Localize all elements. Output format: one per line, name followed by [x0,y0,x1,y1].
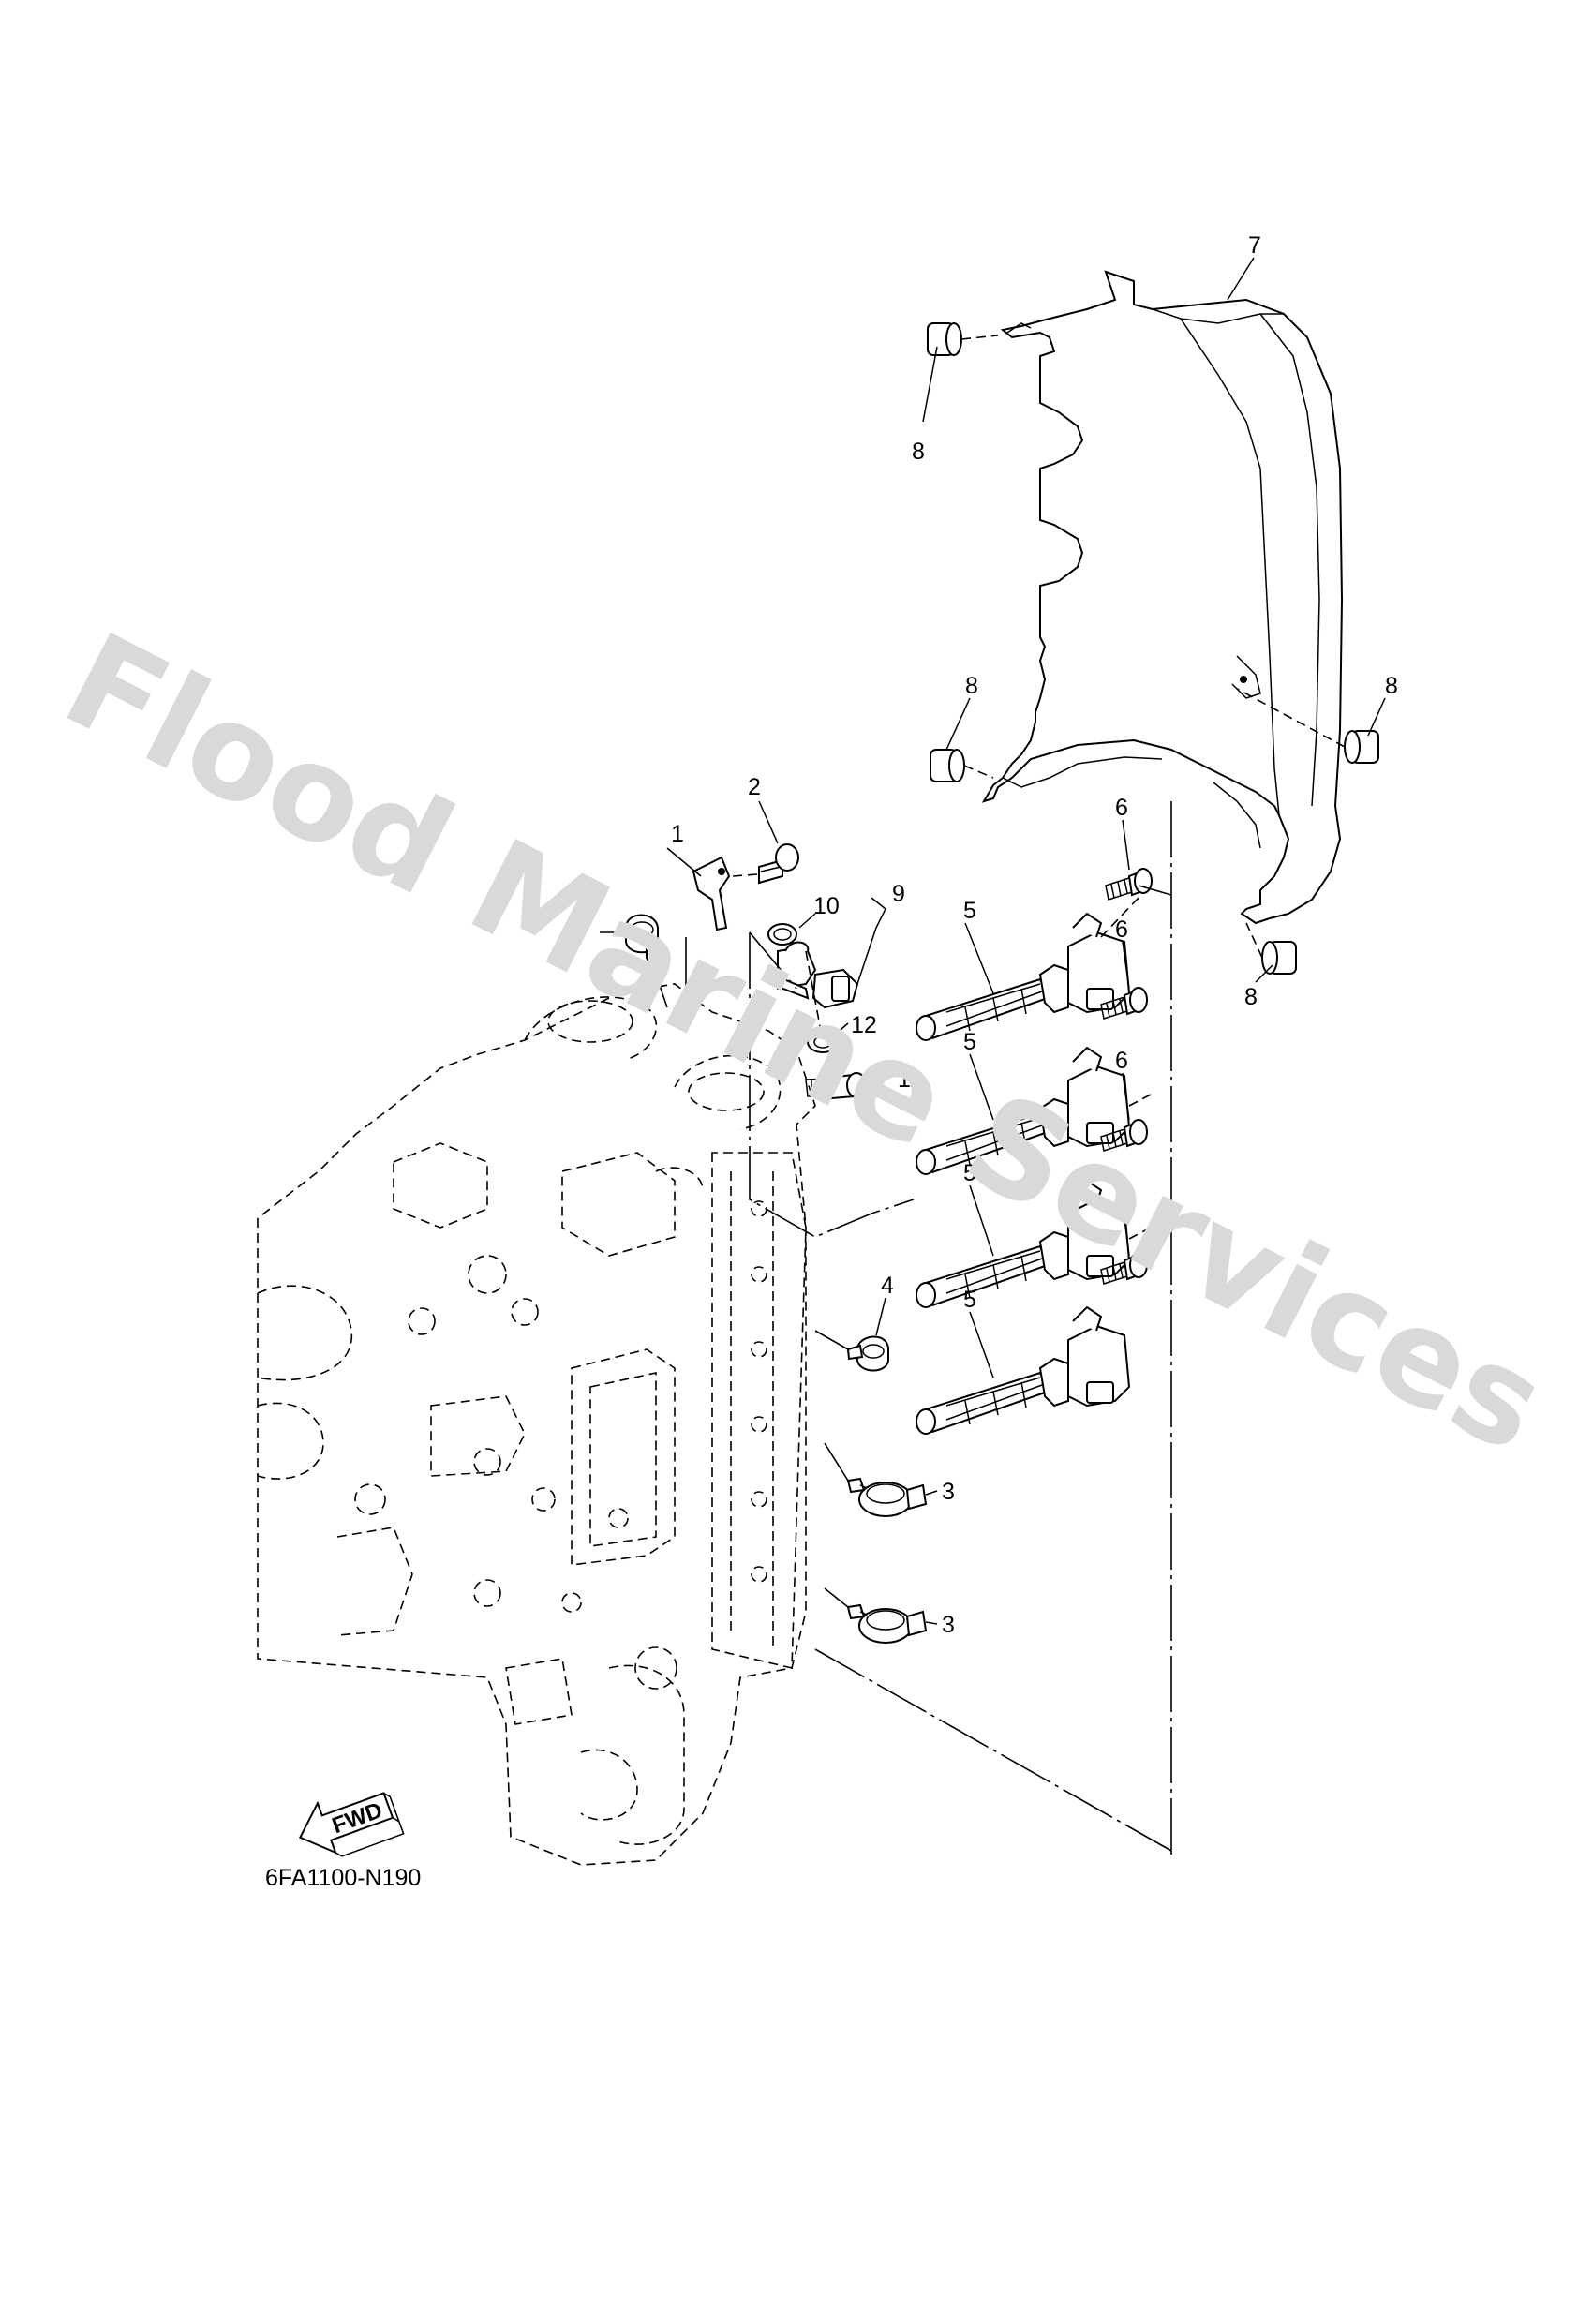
callout-3a: 3 [942,1479,955,1505]
callout-6d: 6 [1115,1179,1128,1205]
cover [981,270,1344,925]
bolt-11 [805,1072,867,1100]
callout-5c: 5 [963,1160,976,1186]
o-ring-10 [767,923,797,946]
callout-5a: 5 [963,898,976,924]
callout-10: 10 [813,893,840,919]
callout-6b: 6 [1115,916,1128,943]
ignition-coil-5d [916,1305,1131,1435]
screw-6b [1100,987,1148,1020]
screw-6c [1100,1119,1148,1152]
leader-lines [600,257,1386,1625]
grommet-8c [1236,688,1379,764]
callout-9: 9 [892,881,905,907]
callout-8d: 8 [1244,984,1258,1010]
clamp-3b [846,1603,928,1644]
callout-6a: 6 [1115,795,1128,821]
screw-2 [732,843,799,885]
screw-6a [1105,868,1153,901]
fwd-arrow-icon: FWD [298,1792,405,1857]
callout-7: 7 [1248,232,1261,259]
callout-6c: 6 [1115,1048,1128,1074]
callout-8c: 8 [1385,673,1398,699]
callout-1: 1 [671,821,684,847]
clip-4a [625,914,662,977]
callout-5b: 5 [963,1029,976,1055]
screw-6d [1100,1252,1148,1285]
assembly-lines [655,801,1172,1860]
grommet-8d [1245,922,1297,975]
callout-3b: 3 [942,1612,955,1638]
callout-labels: 1 2 3 3 4 4 5 5 5 5 6 6 6 6 7 8 8 8 8 9 … [567,232,1398,1638]
callout-11: 11 [898,1066,922,1093]
sensor-9 [771,941,859,1009]
grommet-8a [927,322,999,356]
callout-8a: 8 [912,439,925,465]
clip-4b [846,1335,889,1372]
engine-block [257,983,816,1866]
grommet-8b [930,749,994,782]
callout-4a: 4 [567,920,580,946]
callout-8b: 8 [965,673,978,699]
clamp-3a [846,1477,928,1517]
ignition-coil-5b [916,1046,1152,1175]
callout-2: 2 [748,774,761,800]
o-ring-12 [807,1031,839,1053]
diagram-code: 6FA1100-N190 [265,1865,421,1891]
callout-4b: 4 [881,1273,894,1299]
callout-5d: 5 [963,1287,976,1313]
bracket-1 [692,856,731,931]
callout-12: 12 [851,1012,877,1038]
